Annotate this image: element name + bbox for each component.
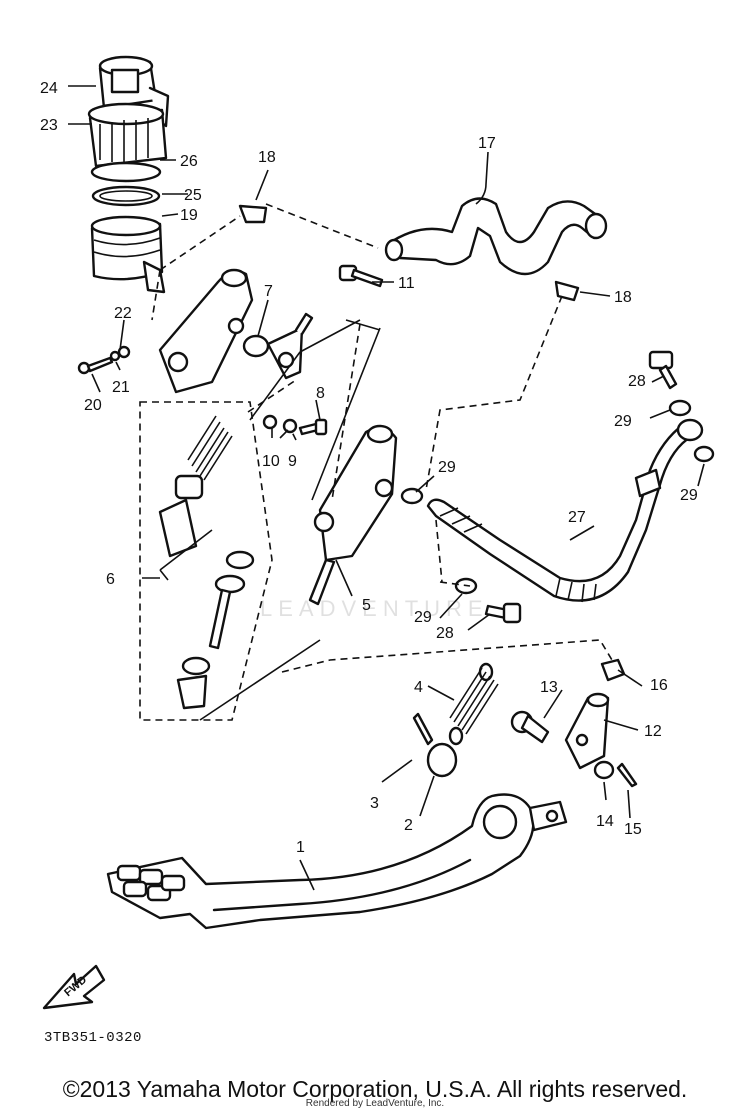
kit-leader <box>159 529 213 581</box>
callout-2: 2 <box>404 817 413 834</box>
callout-26: 26 <box>180 153 198 170</box>
callout-1: 1 <box>296 839 305 856</box>
clevis-12 <box>564 692 610 770</box>
diaphragm-25 <box>91 185 161 207</box>
washer-2 <box>426 742 458 778</box>
reservoir-cap-23 <box>87 102 168 168</box>
washer-29-upper <box>668 399 692 417</box>
callout-28-lower: 28 <box>436 625 454 642</box>
callout-23: 23 <box>40 117 58 134</box>
washer-9 <box>282 418 298 434</box>
screw-20 <box>77 356 114 375</box>
callout-28-upper: 28 <box>628 373 646 390</box>
callout-25: 25 <box>184 187 202 204</box>
locknut-16 <box>600 658 626 682</box>
brake-pedal-1 <box>106 793 568 930</box>
hose-clamp-18-lower <box>554 280 580 302</box>
callout-20: 20 <box>84 397 102 414</box>
callout-3: 3 <box>370 795 379 812</box>
cotter-pin-15 <box>616 762 638 788</box>
diagram-code: 3TB351-0320 <box>44 1030 142 1046</box>
union-bolt-28-lower <box>484 602 522 624</box>
dash-lines-upper <box>151 203 379 501</box>
callout-leaders <box>68 85 705 891</box>
callout-7: 7 <box>264 283 273 300</box>
union-bolt-28-upper <box>648 350 678 390</box>
kit-6-outline <box>139 401 273 721</box>
callout-5: 5 <box>362 597 371 614</box>
master-cylinder-body <box>158 268 254 394</box>
callout-10: 10 <box>262 453 280 470</box>
assembly-leaders <box>199 319 381 721</box>
dust-boot <box>176 674 208 710</box>
callout-27: 27 <box>568 509 586 526</box>
fwd-arrow-icon: FWD <box>42 964 106 1010</box>
washer-14 <box>593 760 615 780</box>
callout-6: 6 <box>106 571 115 588</box>
push-rod <box>208 574 246 650</box>
washer-21 <box>109 350 121 362</box>
copyright-notice: ©2013 Yamaha Motor Corporation, U.S.A. A… <box>62 1076 688 1102</box>
washer-29-mid <box>400 487 424 505</box>
clevis-pin-13 <box>510 710 550 744</box>
callout-22: 22 <box>114 305 132 322</box>
callout-15: 15 <box>624 821 642 838</box>
callout-4: 4 <box>414 679 423 696</box>
diaphragm-plate-26 <box>90 161 162 183</box>
callout-14: 14 <box>596 813 614 830</box>
washer-22 <box>117 345 131 359</box>
reservoir-hose-17 <box>384 197 608 276</box>
o-ring-7 <box>242 334 270 358</box>
brake-hose-27 <box>426 418 704 603</box>
callout-29-mid: 29 <box>438 459 456 476</box>
washer-29-right <box>693 445 715 463</box>
callout-19: 19 <box>180 207 198 224</box>
reservoir-tank-19 <box>90 215 166 294</box>
callout-18-upper: 18 <box>258 149 276 166</box>
callout-9: 9 <box>288 453 297 470</box>
cotter-pin-3 <box>412 712 434 746</box>
callout-18-lower: 18 <box>614 289 632 306</box>
watermark: LEADVENTURE <box>260 596 489 621</box>
callout-8: 8 <box>316 385 325 402</box>
bolt-8 <box>298 418 328 436</box>
rendered-by-note: Rendered by LeadVenture, Inc. <box>305 1098 445 1109</box>
piston <box>158 498 198 558</box>
callout-12: 12 <box>644 723 662 740</box>
piston-cup <box>174 474 204 500</box>
callout-16: 16 <box>650 677 668 694</box>
bolt-11 <box>338 264 384 288</box>
callout-29-right: 29 <box>680 487 698 504</box>
callout-24: 24 <box>40 80 58 97</box>
washer-10 <box>262 414 278 430</box>
spring-kit <box>187 415 233 481</box>
dash-lines-hose <box>425 295 563 587</box>
callout-17: 17 <box>478 135 496 152</box>
callout-21: 21 <box>112 379 130 396</box>
callout-29-lower: 29 <box>414 609 432 626</box>
master-cylinder-5 <box>308 424 398 606</box>
dash-lines-lower <box>247 379 613 673</box>
callout-11: 11 <box>398 275 415 292</box>
callout-13: 13 <box>540 679 558 696</box>
boot-ring <box>181 656 211 676</box>
hose-joint-7 <box>266 312 314 380</box>
callout-29-upper: 29 <box>614 413 632 430</box>
return-spring-4 <box>448 662 499 746</box>
hose-clamp-18-upper <box>238 204 268 224</box>
cup-seal <box>225 550 255 570</box>
